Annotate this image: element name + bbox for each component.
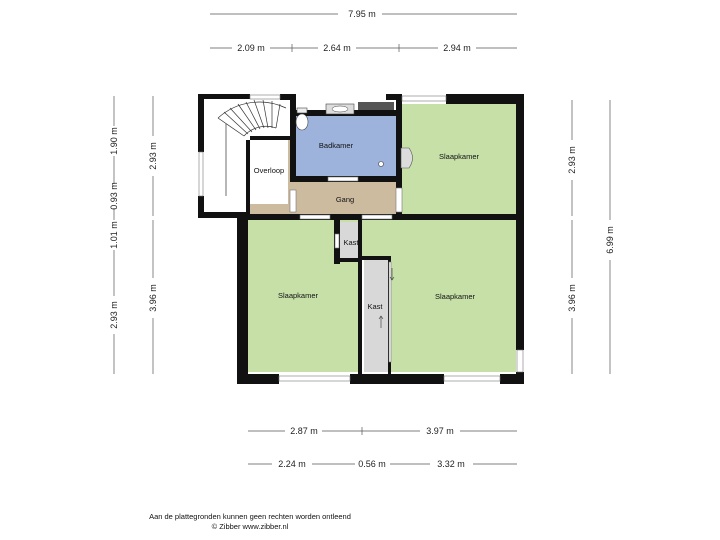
dimension-label: 1.01 m [109,221,119,249]
window [516,349,524,373]
room-floor-closet-long [364,260,388,372]
radiator-icon [400,147,413,169]
dimension-label: 0.56 m [358,459,386,469]
dimension-label: 2.94 m [443,43,471,53]
dimension-bottom-row1: 2.87 m 3.97 m [248,426,517,436]
dimension-top-segments: 2.09 m 2.64 m 2.94 m [210,43,517,53]
room-floor-bedroom-bottom-right [362,220,516,372]
spiral-stair-icon [217,99,287,196]
doors [289,176,403,363]
dimension-label: 2.93 m [148,142,158,170]
dimension-left-inner: 2.93 m 3.96 m [148,96,158,374]
room-floor-bathroom [294,116,396,178]
window [198,151,204,197]
dimension-top-total: 7.95 m [210,9,517,19]
room-label-closet-long: Kast [367,302,383,311]
window [443,375,501,382]
door-arrow-icon [378,268,395,328]
room-label-landing: Overloop [254,166,284,175]
shower-drain-icon [378,161,384,167]
sink-icon [325,103,355,115]
footer-copyright: © Zibber www.zibber.nl [211,522,289,531]
dimension-right-outer: 6.99 m [605,100,615,374]
dimension-left-outer: 1.90 m 0.93 m 1.01 m 2.93 m [109,96,119,374]
dimension-label: 3.97 m [426,426,454,436]
room-floor-hallway [291,182,398,216]
dimension-label: 3.32 m [437,459,465,469]
toilet-icon [295,107,309,131]
dimension-label: 3.96 m [148,284,158,312]
room-floor-closet-small [340,222,360,258]
window [401,95,447,102]
room-label-bedroom-top-right: Slaapkamer [439,152,480,161]
dimension-label: 2.24 m [278,459,306,469]
dimension-label: 2.64 m [323,43,351,53]
bathroom-cabinet [358,102,394,110]
dimension-label: 2.87 m [290,426,318,436]
dimension-label: 0.93 m [109,182,119,210]
room-label-closet-small: Kast [343,238,359,247]
room-label-bedroom-bottom-left: Slaapkamer [278,291,319,300]
window [249,94,281,100]
dimension-label: 2.09 m [237,43,265,53]
dimension-label: 1.90 m [109,127,119,155]
dimension-label: 2.93 m [109,301,119,329]
dimension-right-inner: 2.93 m 3.96 m [567,100,577,374]
dimension-label: 7.95 m [348,9,376,19]
room-label-hallway: Gang [336,195,354,204]
dimension-label: 2.93 m [567,146,577,174]
dimension-label: 3.96 m [567,284,577,312]
dimension-bottom-row2: 2.24 m 0.56 m 3.32 m [248,459,517,469]
room-label-bedroom-bottom-right: Slaapkamer [435,292,476,301]
room-floor-bedroom-top-right [400,104,516,216]
windows [198,94,524,382]
footer: Aan de plattegronden kunnen geen rechten… [0,512,500,532]
footer-disclaimer: Aan de plattegronden kunnen geen rechten… [149,512,351,521]
room-label-bathroom: Badkamer [319,141,354,150]
window [278,375,351,382]
dimension-label: 6.99 m [605,226,615,254]
